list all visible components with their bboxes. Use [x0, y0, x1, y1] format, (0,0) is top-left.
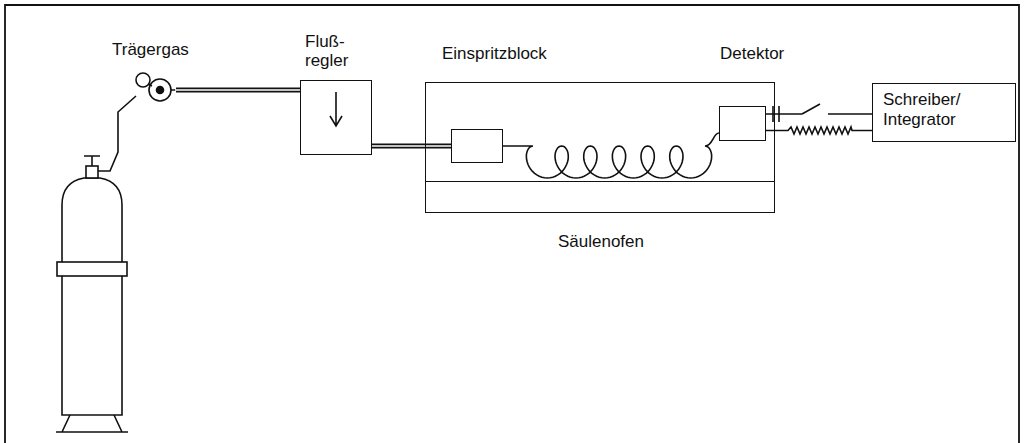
signal-switch: [765, 104, 873, 122]
signal-wire: [766, 127, 872, 134]
column-coil: [503, 133, 719, 178]
detector-box: Detektor: [719, 106, 766, 141]
flow-regulator-box: Fluß- regler: [300, 80, 372, 155]
gas-cylinder: [56, 156, 128, 432]
gas-line: [175, 89, 301, 91]
recorder-box: Schreiber/ Integrator: [872, 83, 1016, 142]
injector-block: Einspritzblock: [451, 129, 503, 163]
oven-band: [426, 181, 774, 212]
gas-line: [371, 145, 452, 147]
box-text: Schreiber/ Integrator: [873, 84, 1015, 135]
gas-label: Trägergas: [112, 40, 189, 60]
column-oven: SäulenofenEinspritzblockDetektor: [425, 82, 775, 213]
box-heading: Einspritzblock: [442, 44, 547, 64]
pressure-regulator: [136, 73, 176, 101]
box-heading: Detektor: [720, 44, 784, 64]
frame: [5, 5, 1019, 443]
box-heading: Säulenofen: [558, 232, 644, 252]
gas-tube: [98, 96, 136, 171]
box-heading: Fluß- regler: [305, 32, 365, 71]
flow-arrow: [330, 92, 342, 126]
